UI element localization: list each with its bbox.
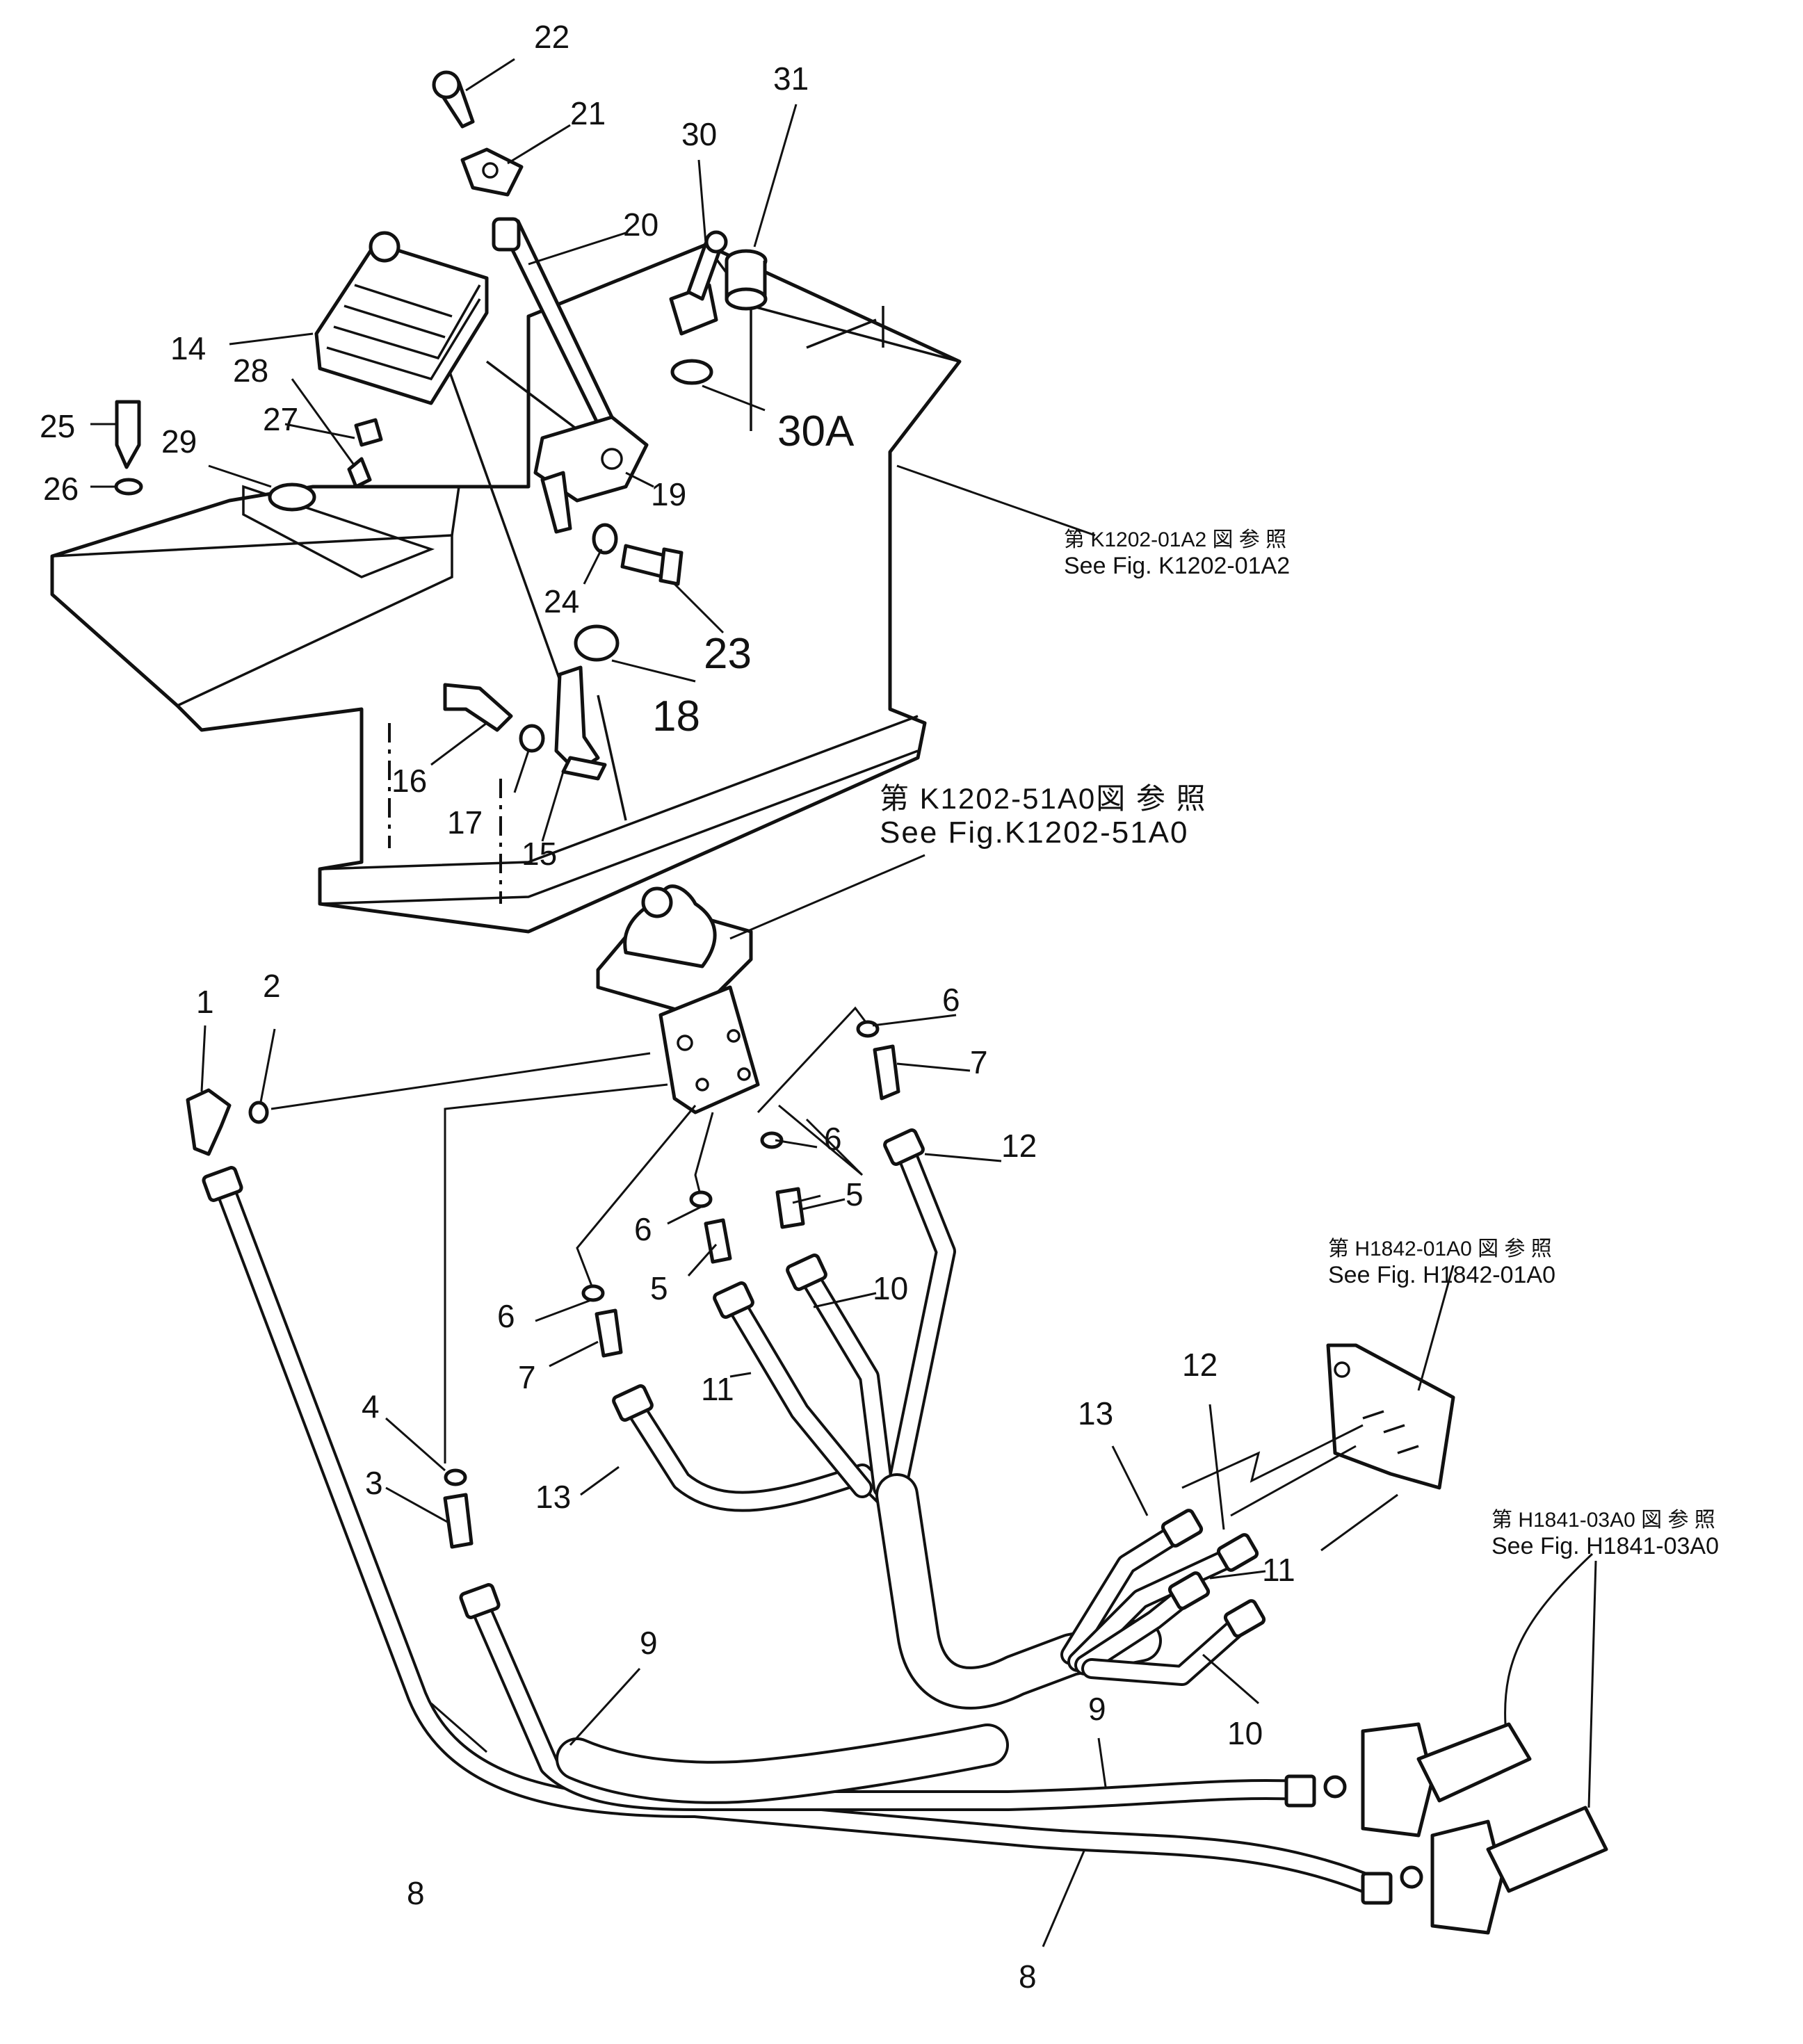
callout-8-bottom: 8 xyxy=(1019,1958,1037,1995)
console-small-parts xyxy=(114,70,768,781)
callout-21: 21 xyxy=(570,95,606,131)
callout-16: 16 xyxy=(391,763,428,799)
callout-23: 23 xyxy=(704,630,752,678)
callout-6-lower: 6 xyxy=(497,1298,515,1334)
reference-jp: 第 H1842-01A0 図 参 照 xyxy=(1328,1238,1552,1260)
hose-end-nuts xyxy=(202,1128,1393,1905)
reference-k1202-51a0: 第 K1202-51A0図 参 照 See Fig.K1202-51A0 xyxy=(880,782,1207,851)
callout-5-right: 5 xyxy=(846,1176,864,1212)
callout-12-right: 12 xyxy=(1182,1347,1218,1383)
callout-leaders xyxy=(90,58,1597,1947)
callout-29: 29 xyxy=(161,423,197,460)
reference-en: See Fig. H1842-01A0 xyxy=(1328,1261,1555,1288)
callout-30: 30 xyxy=(681,116,718,152)
callout-5-left: 5 xyxy=(650,1270,668,1306)
reference-en: See Fig. H1841-03A0 xyxy=(1491,1532,1719,1559)
callout-6-left: 6 xyxy=(634,1211,652,1247)
callout-17: 17 xyxy=(447,804,483,841)
callout-31: 31 xyxy=(773,60,809,97)
callout-1: 1 xyxy=(196,984,214,1020)
callout-6-mid: 6 xyxy=(824,1121,842,1157)
callout-10-right: 10 xyxy=(1227,1715,1263,1751)
callout-24: 24 xyxy=(544,583,580,619)
callout-9-right: 9 xyxy=(1088,1691,1106,1727)
fittings xyxy=(186,1020,900,1549)
callout-3: 3 xyxy=(365,1465,383,1501)
console-housing xyxy=(50,243,962,934)
reference-en: See Fig. K1202-01A2 xyxy=(1064,552,1291,579)
reference-jp: 第 H1841-03A0 図 参 照 xyxy=(1491,1509,1715,1532)
callout-12-top: 12 xyxy=(1001,1128,1037,1164)
callout-11-top: 11 xyxy=(701,1371,734,1407)
callout-4: 4 xyxy=(362,1388,380,1425)
callout-22: 22 xyxy=(534,19,570,55)
callout-11-right: 11 xyxy=(1262,1552,1295,1588)
callout-26: 26 xyxy=(43,471,79,507)
hoses xyxy=(212,1137,1387,1898)
callout-8-left: 8 xyxy=(407,1875,425,1911)
callout-10-top: 10 xyxy=(873,1270,909,1306)
callout-25: 25 xyxy=(40,408,76,444)
reference-jp: 第 K1202-51A0図 参 照 xyxy=(880,782,1207,815)
assembly-lines xyxy=(270,1006,867,1463)
callout-6-top: 6 xyxy=(942,982,960,1018)
callout-9-left: 9 xyxy=(640,1625,658,1661)
callout-15: 15 xyxy=(522,836,558,872)
reference-h1842-01a0: 第 H1842-01A0 図 参 照 See Fig. H1842-01A0 xyxy=(1328,1238,1555,1289)
callout-18: 18 xyxy=(652,692,700,740)
reference-en: See Fig.K1202-51A0 xyxy=(880,816,1189,850)
reference-jp: 第 K1202-01A2 図 参 照 xyxy=(1064,528,1287,551)
callout-13-left: 13 xyxy=(535,1479,572,1515)
reference-k1202-01a2: 第 K1202-01A2 図 参 照 See Fig. K1202-01A2 xyxy=(1064,528,1290,580)
callout-27: 27 xyxy=(263,401,299,437)
callout-13-right: 13 xyxy=(1078,1395,1114,1431)
callout-7-lower: 7 xyxy=(518,1359,536,1395)
right-valves xyxy=(1323,1722,1608,1935)
callout-28: 28 xyxy=(233,352,269,389)
callout-19: 19 xyxy=(651,476,687,512)
callout-14: 14 xyxy=(170,330,207,366)
reference-h1841-03a0: 第 H1841-03A0 図 参 照 See Fig. H1841-03A0 xyxy=(1491,1509,1719,1560)
callout-7-top: 7 xyxy=(970,1044,988,1080)
callout-30A: 30A xyxy=(777,407,855,455)
callout-20: 20 xyxy=(623,206,659,243)
pilot-valve xyxy=(596,884,760,1114)
callout-2: 2 xyxy=(263,968,281,1004)
